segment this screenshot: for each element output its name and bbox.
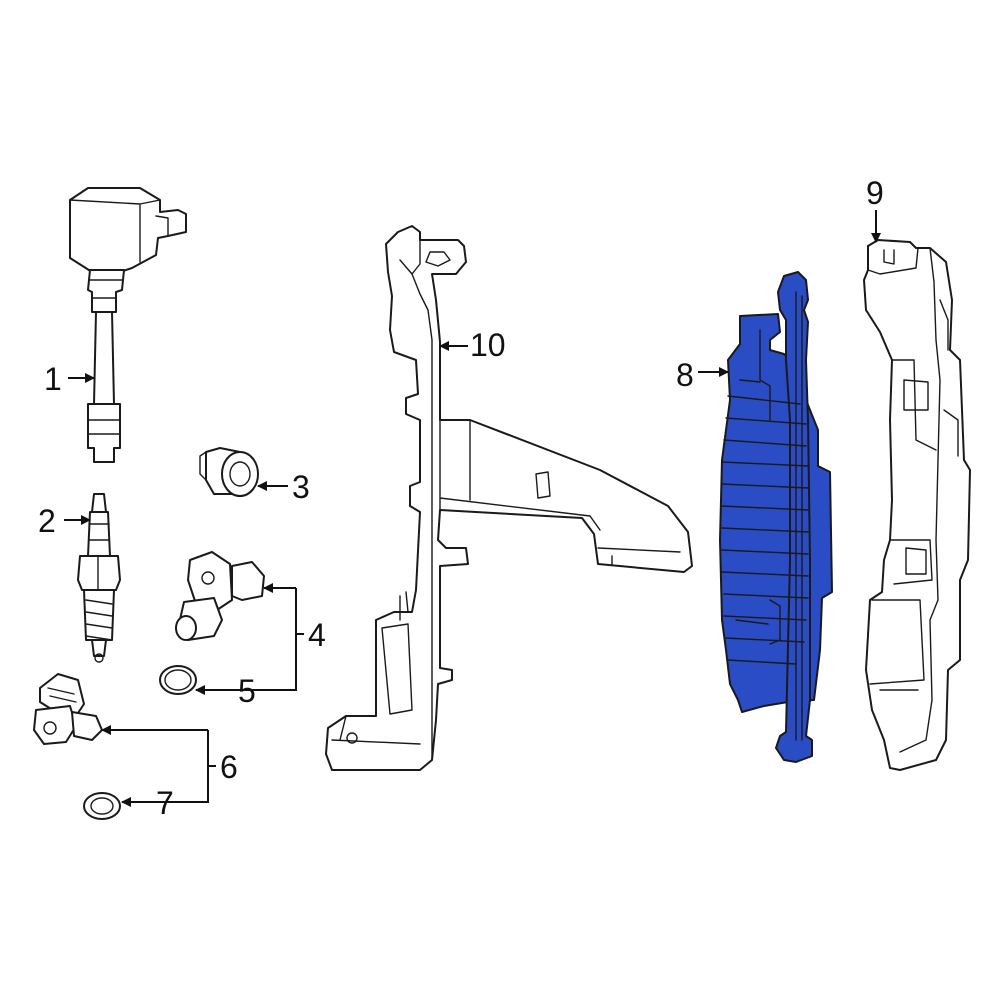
ecm-mounting-bracket[interactable] <box>325 225 693 771</box>
callout-1: 1 <box>44 361 62 397</box>
spark-plug[interactable] <box>77 493 121 663</box>
callout-7: 7 <box>156 785 174 821</box>
crankshaft-position-sensor[interactable] <box>33 673 103 745</box>
callout-labels: 1 2 3 4 5 6 7 8 9 10 <box>38 175 884 821</box>
callout-2: 2 <box>38 503 56 539</box>
callout-6: 6 <box>220 749 238 785</box>
ecm-cover-highlighted[interactable] <box>719 271 833 763</box>
leader-6 <box>126 730 209 803</box>
engine-control-module[interactable] <box>863 239 971 771</box>
callout-10: 10 <box>470 327 506 363</box>
knock-sensor[interactable] <box>199 447 259 497</box>
sealing-washer[interactable] <box>83 792 121 820</box>
callout-5: 5 <box>238 673 256 709</box>
callout-3: 3 <box>292 469 310 505</box>
callout-4: 4 <box>308 617 326 653</box>
callout-9: 9 <box>866 175 884 211</box>
camshaft-position-sensor[interactable] <box>175 551 265 641</box>
ignition-coil[interactable] <box>69 187 187 463</box>
callout-8: 8 <box>676 357 694 393</box>
leader-lines <box>64 210 881 807</box>
o-ring-seal[interactable] <box>159 665 197 695</box>
